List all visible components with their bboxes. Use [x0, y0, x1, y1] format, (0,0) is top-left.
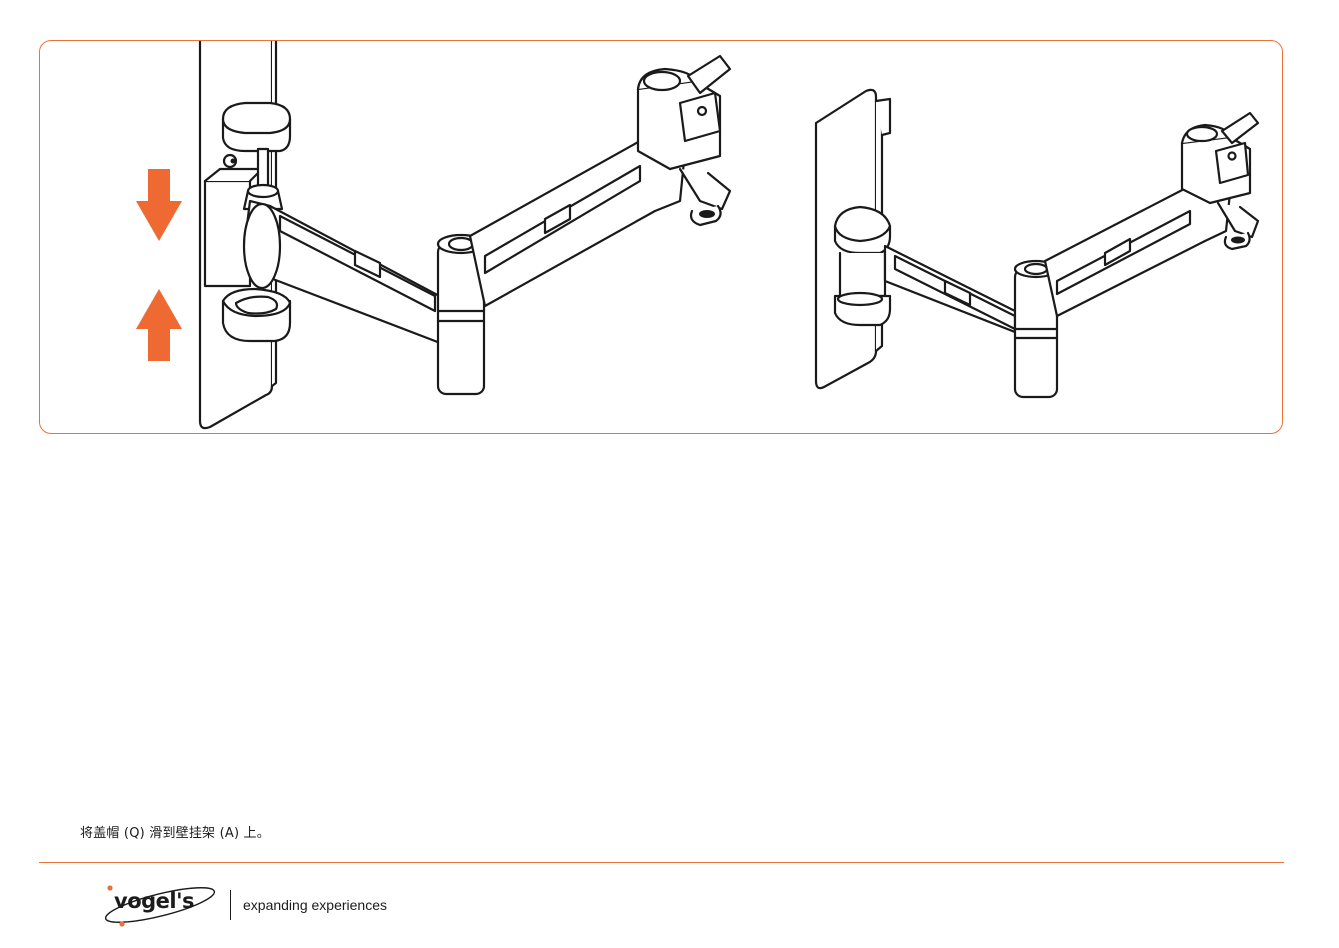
brand-wordmark: vogel's [114, 889, 194, 913]
arrow-down-icon [136, 169, 182, 241]
brand-footer: vogel's expanding experiences [100, 882, 387, 928]
arrow-up-icon [136, 289, 182, 361]
hinge-bracket-left [205, 181, 250, 286]
wall-mount-illustration [40, 41, 1283, 434]
brand-tagline: expanding experiences [243, 897, 387, 913]
footer-divider [39, 862, 1284, 863]
instruction-text: 将盖帽 (Q) 滑到壁挂架 (A) 上。 [80, 822, 270, 841]
arm-upper-left [470, 136, 685, 306]
vogels-logo: vogel's [100, 882, 220, 928]
illustration-frame [39, 40, 1283, 434]
brand-divider [230, 890, 231, 920]
